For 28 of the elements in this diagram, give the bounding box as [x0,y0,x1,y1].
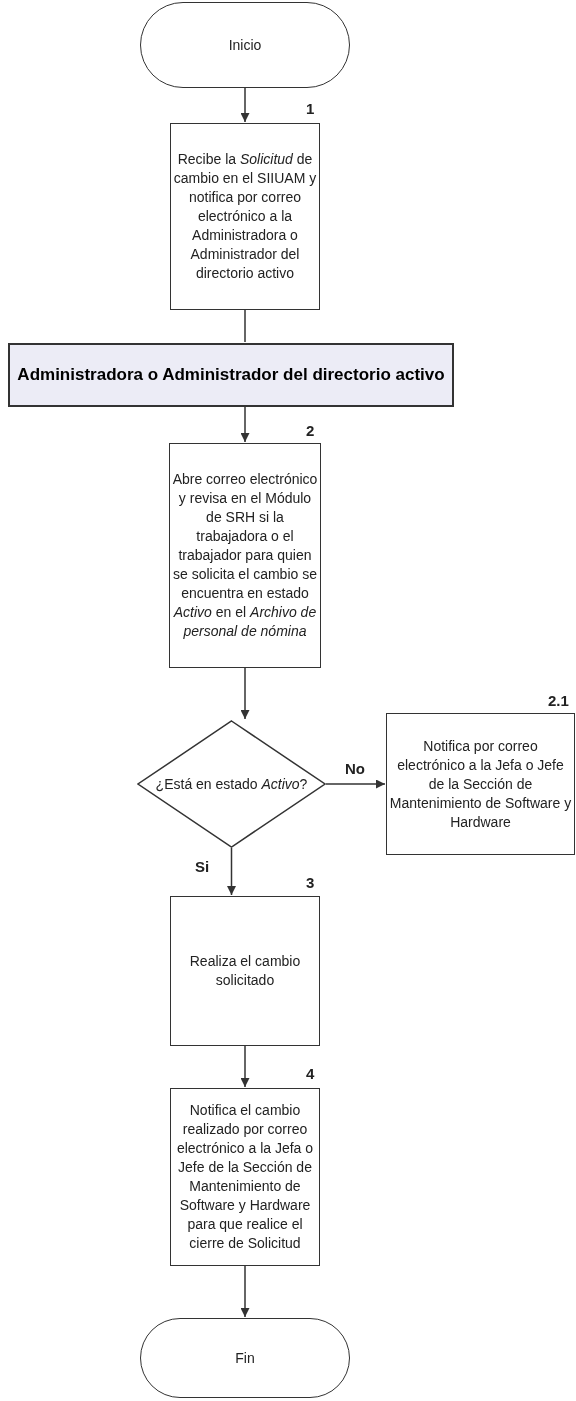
node-text: Inicio [228,35,262,55]
process-box [170,123,320,310]
swimlane-band [8,343,454,407]
node-text: ¿Está en estado Activo? [155,774,308,794]
node-text: Realiza el cambio solicitado [188,952,302,990]
process-box [170,896,320,1046]
role-heading: Administradora o Administrador del directorio activo [17,364,445,386]
process-box [386,713,575,855]
process-box [170,1088,320,1266]
step-number: 3 [306,873,315,893]
node-text: Abre correo electrónico y revisa en el Módulo de SRH si la trabajadora o el trabajador para quien se solicita el cambio se encuentra en estado Activo en el Archivo de personal de nómina [171,470,319,641]
process-box [169,443,321,668]
step-number: 2 [306,421,315,441]
arrow [227,847,236,896]
decision-diamond [137,720,326,848]
node-text: Notifica por correo electrónico a la Jefa o Jefe de la Sección de Mantenimiento de Software y Hardware [388,736,573,832]
node-text: Notifica el cambio realizado por correo electrónico a la Jefa o Jefe de la Sección de Mantenimiento de Software y Hardware para que realice el cierre de Solicitud [175,1101,315,1253]
step-number: 1 [306,99,315,119]
arrow [325,779,386,789]
arrow [240,667,250,720]
arrow [240,87,250,123]
arrow [240,1265,250,1318]
step-number: 4 [306,1064,315,1084]
node-text: Fin [235,1348,255,1368]
node-text: Recibe la Solicitud de cambio en el SIIUAM y notifica por correo electrónico a la Administradora o Administrador del directorio activo [172,150,318,283]
arrow [240,1045,250,1088]
arrow [240,406,250,443]
step-number: 2.1 [548,691,569,711]
